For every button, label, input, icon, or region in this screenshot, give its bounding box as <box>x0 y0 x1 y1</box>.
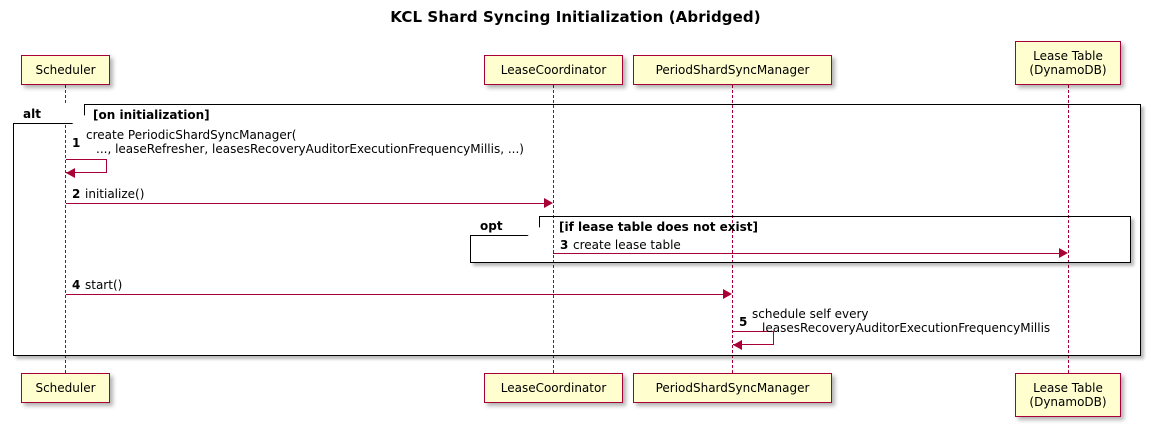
message-3-line <box>553 253 1059 254</box>
page-title: KCL Shard Syncing Initialization (Abridg… <box>390 8 761 26</box>
message-5-label-line1: schedule self every <box>752 307 869 321</box>
message-4-line <box>66 294 723 295</box>
participant-leasetable-top-sublabel: (DynamoDB) <box>1029 63 1107 77</box>
participant-scheduler-top-label: Scheduler <box>35 63 96 77</box>
message-4-label: start() <box>85 278 123 292</box>
lifeline-leasecoordinator <box>553 85 554 373</box>
participant-scheduler-bottom-label: Scheduler <box>35 381 96 395</box>
participant-periodshardsyncmanager-bottom-label: PeriodShardSyncManager <box>655 381 810 395</box>
lifeline-scheduler <box>65 85 66 373</box>
message-4-arrowhead <box>723 289 732 299</box>
participant-leasetable-bottom-label: Lease Table <box>1033 381 1103 395</box>
message-1-self-loop <box>66 159 107 173</box>
participant-leasetable-bottom[interactable]: Lease Table (DynamoDB) <box>1015 373 1121 417</box>
participant-leasecoordinator-top[interactable]: LeaseCoordinator <box>484 55 623 85</box>
message-1-label-line1: create PeriodicShardSyncManager( <box>86 128 297 142</box>
message-5-number: 5 <box>739 315 748 329</box>
participant-periodshardsyncmanager-bottom[interactable]: PeriodShardSyncManager <box>633 373 832 403</box>
participant-leasecoordinator-bottom-label: LeaseCoordinator <box>500 381 607 395</box>
participant-periodshardsyncmanager-top-label: PeriodShardSyncManager <box>655 63 810 77</box>
participant-leasetable-top-label: Lease Table <box>1033 49 1103 63</box>
lifeline-leasetable <box>1068 85 1069 373</box>
message-3-label: create lease table <box>573 238 681 252</box>
fragment-opt-guard: [if lease table does not exist] <box>559 220 759 234</box>
participant-periodshardsyncmanager-top[interactable]: PeriodShardSyncManager <box>633 55 832 85</box>
lifeline-periodshardsyncmanager <box>732 85 733 373</box>
fragment-alt <box>13 104 1141 356</box>
fragment-opt-label: opt <box>470 216 540 236</box>
message-5-label-line2: leasesRecoveryAuditorExecutionFrequencyM… <box>762 321 1051 335</box>
message-2-number: 2 <box>72 187 81 201</box>
message-1-arrowhead <box>66 168 75 178</box>
fragment-alt-guard: [on initialization] <box>93 108 210 122</box>
message-2-line <box>66 203 544 204</box>
participant-leasetable-top[interactable]: Lease Table (DynamoDB) <box>1015 41 1121 85</box>
message-1-number: 1 <box>72 136 81 150</box>
message-3-number: 3 <box>560 238 569 252</box>
participant-leasecoordinator-top-label: LeaseCoordinator <box>500 63 607 77</box>
participant-scheduler-bottom[interactable]: Scheduler <box>21 373 110 403</box>
message-4-number: 4 <box>72 278 81 292</box>
participant-leasetable-bottom-sublabel: (DynamoDB) <box>1029 395 1107 409</box>
fragment-alt-label: alt <box>13 104 85 124</box>
message-5-self-loop <box>733 331 774 345</box>
fragment-opt <box>470 216 1131 263</box>
participant-scheduler-top[interactable]: Scheduler <box>21 55 110 85</box>
message-5-arrowhead <box>733 340 742 350</box>
message-2-label: initialize() <box>85 187 145 201</box>
participant-leasecoordinator-bottom[interactable]: LeaseCoordinator <box>484 373 623 403</box>
message-1-label-line2: ..., leaseRefresher, leasesRecoveryAudit… <box>96 142 524 156</box>
message-3-arrowhead <box>1059 248 1068 258</box>
message-2-arrowhead <box>544 198 553 208</box>
